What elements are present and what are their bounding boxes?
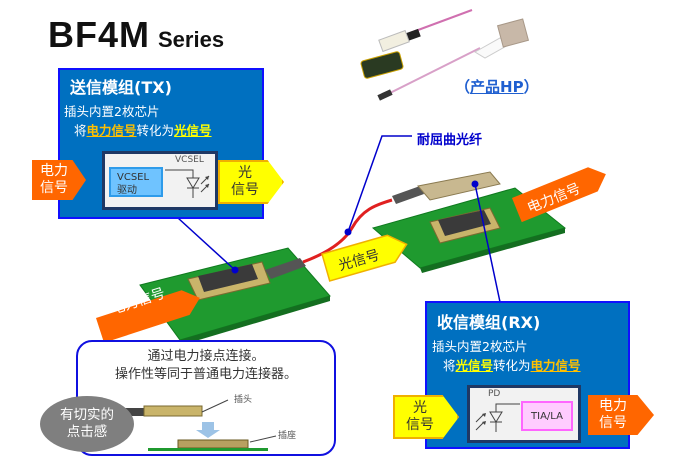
optical-fiber — [302, 198, 393, 264]
tia-la-chip: TIA/LA — [521, 401, 573, 431]
left-socket-cavity — [198, 264, 258, 292]
tx-output-optical-tag: 光信号 — [218, 160, 284, 204]
right-socket-cavity — [438, 210, 491, 236]
optical-signal-tag — [321, 234, 408, 282]
module-chip — [360, 51, 404, 79]
illustration-plug — [143, 405, 203, 417]
series-title-suffix: Series — [158, 27, 225, 52]
left-pcb-edge — [180, 296, 330, 345]
rx-chip-diagram: PD TIA/LA — [467, 385, 581, 443]
illustration-socket — [177, 439, 249, 449]
lc-connector — [496, 18, 530, 48]
series-title: BF4M Series — [48, 14, 224, 56]
callout-line2: 操作性等同于普通电力连接器。 — [114, 367, 297, 382]
rx-module-line2: 将光信号转化为电力信号 — [443, 358, 581, 373]
illustration-down-arrow — [196, 422, 220, 438]
plug-body — [378, 29, 410, 53]
tx-module-title: 送信模组(TX) — [70, 78, 172, 97]
vcsel-emitter-icon — [165, 169, 210, 198]
tx-leader-dot — [231, 266, 239, 274]
rx-input-optical-tag: 光信号 — [393, 395, 459, 439]
mating-callout: 通过电力接点连接。 操作性等同于普通电力连接器。 插头 插座 — [76, 340, 336, 456]
tx-chip-diagram: VCSEL 驱动 VCSEL — [102, 151, 218, 210]
left-board-electric-tag — [96, 290, 200, 343]
right-pcb-edge — [420, 228, 565, 273]
fiber-leader-line — [347, 135, 412, 233]
rx-module-line1: 插头内置2枚芯片 — [432, 339, 528, 354]
pd-label: PD — [488, 389, 501, 399]
rx-leader-dot — [471, 180, 479, 188]
fiber-leader-dot — [344, 228, 352, 236]
product-hp-link[interactable]: （产品HP） — [455, 78, 539, 96]
bend-resistant-fiber-label: 耐屈曲光纤 — [417, 133, 483, 148]
fiber-cable-light — [379, 47, 481, 99]
fiber-cable-pink — [409, 9, 473, 34]
fiber-end — [377, 89, 393, 101]
rx-leader-line — [474, 183, 501, 303]
tx-module-line1: 插头内置2枚芯片 — [64, 104, 160, 119]
right-plug-boot — [392, 186, 424, 204]
series-title-main: BF4M — [48, 14, 150, 55]
vcsel-label: VCSEL — [175, 155, 204, 165]
vcsel-driver-chip: VCSEL 驱动 — [109, 167, 163, 197]
photodiode-icon — [475, 403, 520, 432]
mating-illustration — [87, 399, 277, 451]
product-hp-link-label[interactable]: 产品HP — [470, 78, 524, 96]
rx-module-panel: 收信模组(RX) 插头内置2枚芯片 将光信号转化为电力信号 PD TIA/LA — [425, 301, 630, 449]
socket-label: 插座 — [278, 431, 297, 441]
right-board-electric-tag — [512, 167, 606, 223]
tx-leader-line — [177, 217, 236, 271]
product-photo — [360, 9, 530, 101]
left-plug-boot — [265, 258, 306, 279]
callout-text: 通过电力接点连接。 操作性等同于普通电力连接器。 — [78, 348, 334, 384]
callout-line1: 通过电力接点连接。 — [147, 349, 265, 364]
plug-label: 插头 — [234, 395, 253, 405]
illustration-pcb — [148, 448, 268, 451]
tx-module-line2: 将电力信号转化为光信号 — [74, 123, 212, 138]
right-plug — [417, 171, 501, 201]
click-feel-badge: 有切实的点击感 — [40, 396, 134, 452]
rx-module-title: 收信模组(RX) — [437, 313, 541, 332]
tx-input-electric-tag: 电力信号 — [32, 160, 86, 200]
